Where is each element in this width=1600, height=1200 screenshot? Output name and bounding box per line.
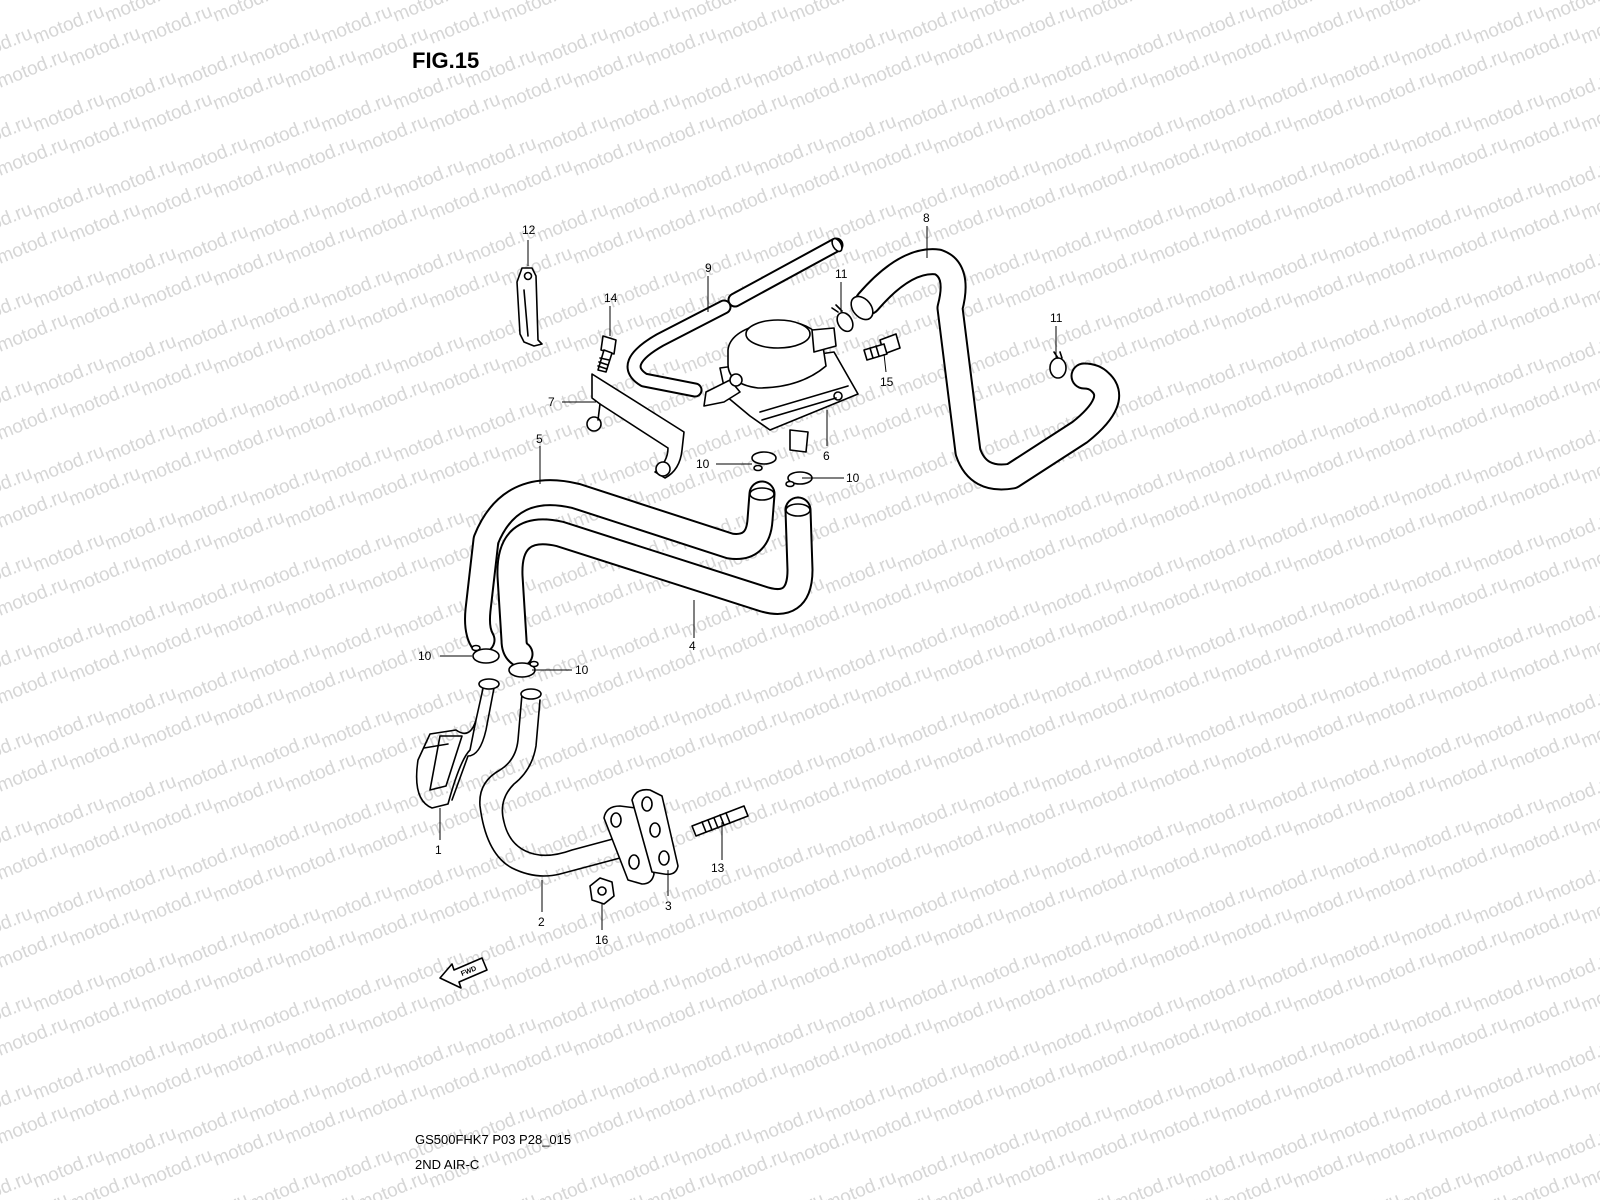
watermark-text: motod.ru bbox=[1542, 1123, 1600, 1171]
diagram-name: 2ND AIR-C bbox=[415, 1157, 480, 1172]
callout-10-c: 10 bbox=[418, 649, 432, 663]
watermark-text: motod.ru bbox=[1542, 331, 1600, 379]
part-15-bolt bbox=[863, 333, 901, 361]
part-6-reed-valve bbox=[703, 319, 859, 453]
callout-10-b: 10 bbox=[846, 471, 860, 485]
fwd-arrow-icon: FWD bbox=[439, 957, 488, 989]
part-7-bracket bbox=[586, 373, 685, 479]
callout-4: 4 bbox=[689, 639, 696, 653]
watermark-text: motod.ru bbox=[1542, 595, 1600, 643]
part-3-plate bbox=[603, 788, 679, 885]
part-5-hose bbox=[464, 479, 776, 654]
part-10-clamp-upper-right bbox=[785, 471, 813, 488]
callout-11-a: 11 bbox=[835, 267, 848, 281]
watermark-text: motod.ru bbox=[1146, 0, 1223, 5]
watermark-text: motod.ru bbox=[1542, 243, 1600, 291]
watermark-text: motod.ru bbox=[1542, 683, 1600, 731]
callout-13: 13 bbox=[711, 861, 725, 875]
watermark-text: motod.ru bbox=[1542, 507, 1600, 555]
watermark-text: motod.ru bbox=[1434, 0, 1511, 5]
callout-16: 16 bbox=[595, 933, 609, 947]
callout-10-a: 10 bbox=[696, 457, 710, 471]
watermark-text: motod.ru bbox=[1542, 947, 1600, 995]
watermark-text: motod.ru bbox=[1362, 0, 1439, 27]
watermark-text: motod.ru bbox=[570, 0, 647, 5]
watermark-text: motod.ru bbox=[462, 1189, 539, 1200]
watermark-text: motod.ru bbox=[498, 0, 575, 27]
callout-1: 1 bbox=[435, 843, 442, 857]
watermark-text: motod.ru bbox=[1542, 419, 1600, 467]
callout-labels: 12 14 9 8 11 11 15 7 6 5 10 10 4 10 10 1… bbox=[418, 211, 1063, 947]
part-8-long-hose bbox=[850, 248, 1121, 491]
watermark-text: motod.ru bbox=[246, 1167, 323, 1200]
watermark-text: motod.ru bbox=[210, 0, 287, 27]
watermark-text: motod.ru bbox=[1542, 67, 1600, 115]
callout-3: 3 bbox=[665, 899, 672, 913]
watermark-text: motod.ru bbox=[1542, 0, 1600, 27]
callout-9: 9 bbox=[705, 261, 712, 275]
watermark-text: motod.ru bbox=[1542, 155, 1600, 203]
watermark-text: motod.ru bbox=[0, 1167, 35, 1200]
part-13-stud bbox=[691, 805, 749, 837]
watermark-text: motod.ru bbox=[1398, 1167, 1475, 1200]
watermark-text: motod.ru bbox=[822, 1167, 899, 1200]
watermark-text: motod.ru bbox=[1110, 1167, 1187, 1200]
part-16-nut bbox=[589, 877, 615, 905]
part-9-small-hose bbox=[626, 237, 844, 398]
watermark-text: motod.ru bbox=[858, 0, 935, 5]
part-10-clamp-lower-left bbox=[471, 644, 500, 664]
callout-11-b: 11 bbox=[1050, 311, 1063, 325]
diagram-code: GS500FHK7 P03 P28_015 bbox=[415, 1132, 572, 1147]
watermark-text: motod.ru bbox=[282, 0, 359, 5]
part-10-clamp-upper-left bbox=[751, 451, 777, 472]
watermark-text: motod.ru bbox=[1542, 1035, 1600, 1083]
callout-10-d: 10 bbox=[575, 663, 589, 677]
part-2-pipe bbox=[479, 688, 625, 877]
callout-2: 2 bbox=[538, 915, 545, 929]
part-10-clamp-lower-right bbox=[508, 660, 539, 678]
watermark-text: motod.ru bbox=[1542, 859, 1600, 907]
callout-15: 15 bbox=[880, 375, 894, 389]
leader-lines bbox=[439, 226, 1057, 930]
part-4-hose bbox=[496, 496, 814, 668]
part-14-bolt bbox=[597, 335, 617, 373]
callout-7: 7 bbox=[548, 395, 555, 409]
watermark-text: motod.ru bbox=[534, 1167, 611, 1200]
callout-8: 8 bbox=[923, 211, 930, 225]
callout-12: 12 bbox=[522, 223, 536, 237]
watermark-text: motod.ru bbox=[1542, 771, 1600, 819]
part-12-clip bbox=[516, 267, 543, 347]
part-11-clamp-a bbox=[831, 304, 854, 333]
callout-6: 6 bbox=[823, 449, 830, 463]
callout-5: 5 bbox=[536, 432, 543, 446]
watermark-text: motod.ru bbox=[1326, 1189, 1403, 1200]
watermark-text: motod.ru bbox=[174, 1189, 251, 1200]
watermark-text: motod.ru bbox=[1074, 0, 1151, 27]
watermark-text: motod.ru bbox=[1038, 1189, 1115, 1200]
part-1-pipe bbox=[415, 678, 500, 809]
figure-title: FIG.15 bbox=[412, 48, 480, 73]
watermark-text: motod.ru bbox=[750, 1189, 827, 1200]
watermark-text: motod.ru bbox=[0, 0, 71, 5]
watermark-text: motod.ru bbox=[786, 0, 863, 27]
callout-14: 14 bbox=[604, 291, 618, 305]
